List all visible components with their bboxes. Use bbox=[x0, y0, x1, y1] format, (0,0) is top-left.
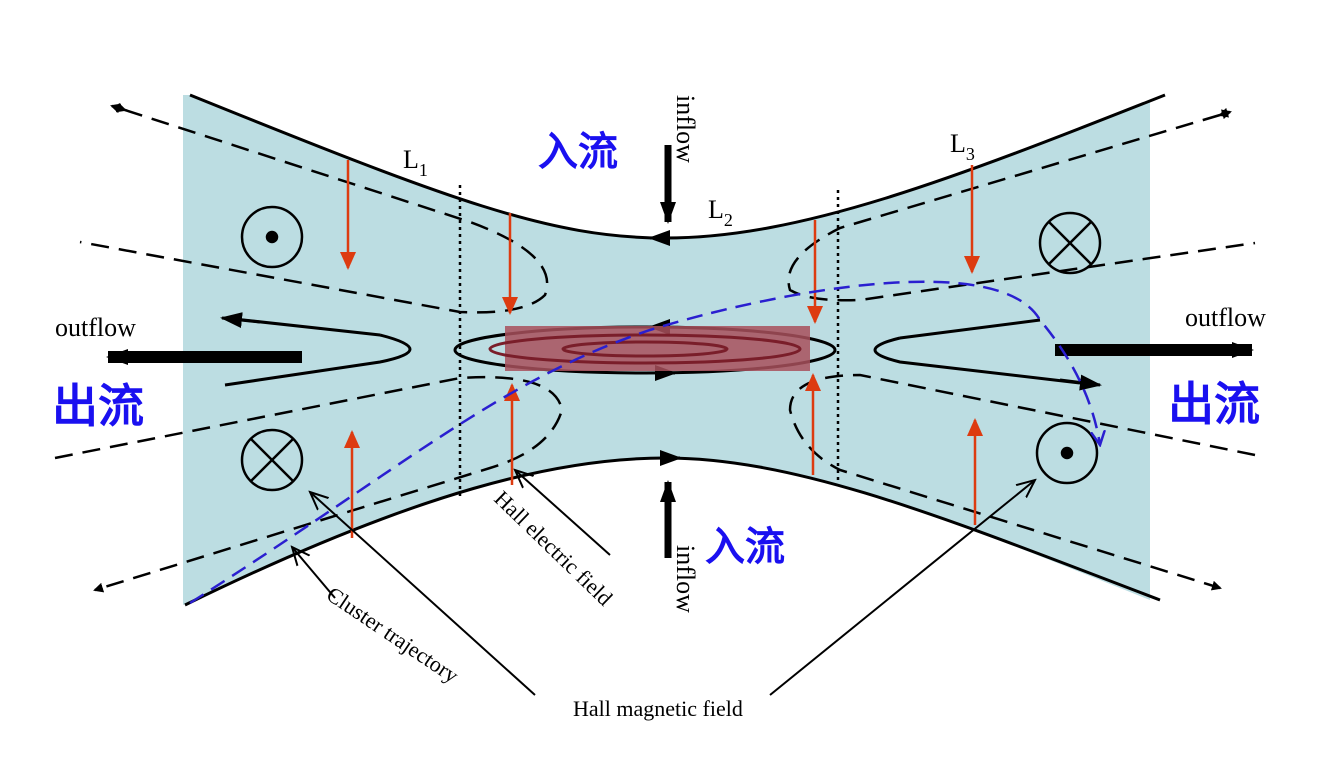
right-field-arrow bbox=[1059, 374, 1102, 391]
into-page-icon bbox=[1038, 211, 1102, 275]
into-page-icon bbox=[240, 428, 304, 492]
inflow-cn-top: 入流 bbox=[538, 129, 618, 175]
inflow-label-top: inflow bbox=[671, 95, 700, 163]
outflow-cn-right: 出流 bbox=[1168, 377, 1260, 431]
out-of-page-icon bbox=[240, 205, 304, 269]
inflow-label-bottom: inflow bbox=[671, 545, 700, 613]
sheet-loop-inner bbox=[561, 340, 729, 358]
left-field-arrow bbox=[220, 312, 261, 329]
hall-magnetic-label: Hall magnetic field bbox=[573, 696, 743, 721]
arrow-tr bbox=[1219, 109, 1232, 120]
L3-label: L3 bbox=[950, 129, 975, 164]
out-of-page-icon bbox=[1035, 421, 1099, 485]
L2-label: L2 bbox=[708, 195, 733, 230]
L1-label: L1 bbox=[403, 145, 428, 180]
pointer-lines bbox=[292, 470, 1035, 696]
dashed-field-lines bbox=[54, 102, 1256, 593]
cluster-trajectory-label: Cluster trajectory bbox=[322, 581, 463, 687]
arrow-tl bbox=[110, 103, 126, 114]
inflow-cn-bottom: 入流 bbox=[705, 524, 785, 570]
sheet-loop-outer bbox=[488, 333, 802, 365]
outflow-label-left: outflow bbox=[55, 313, 136, 342]
right-field-line bbox=[873, 318, 1081, 385]
hall-electric-arrows bbox=[340, 160, 983, 538]
cluster-trajectory-path bbox=[189, 280, 1100, 605]
outflow-cn-left: 出流 bbox=[52, 379, 144, 433]
outflow-label-right: outflow bbox=[1185, 303, 1266, 332]
